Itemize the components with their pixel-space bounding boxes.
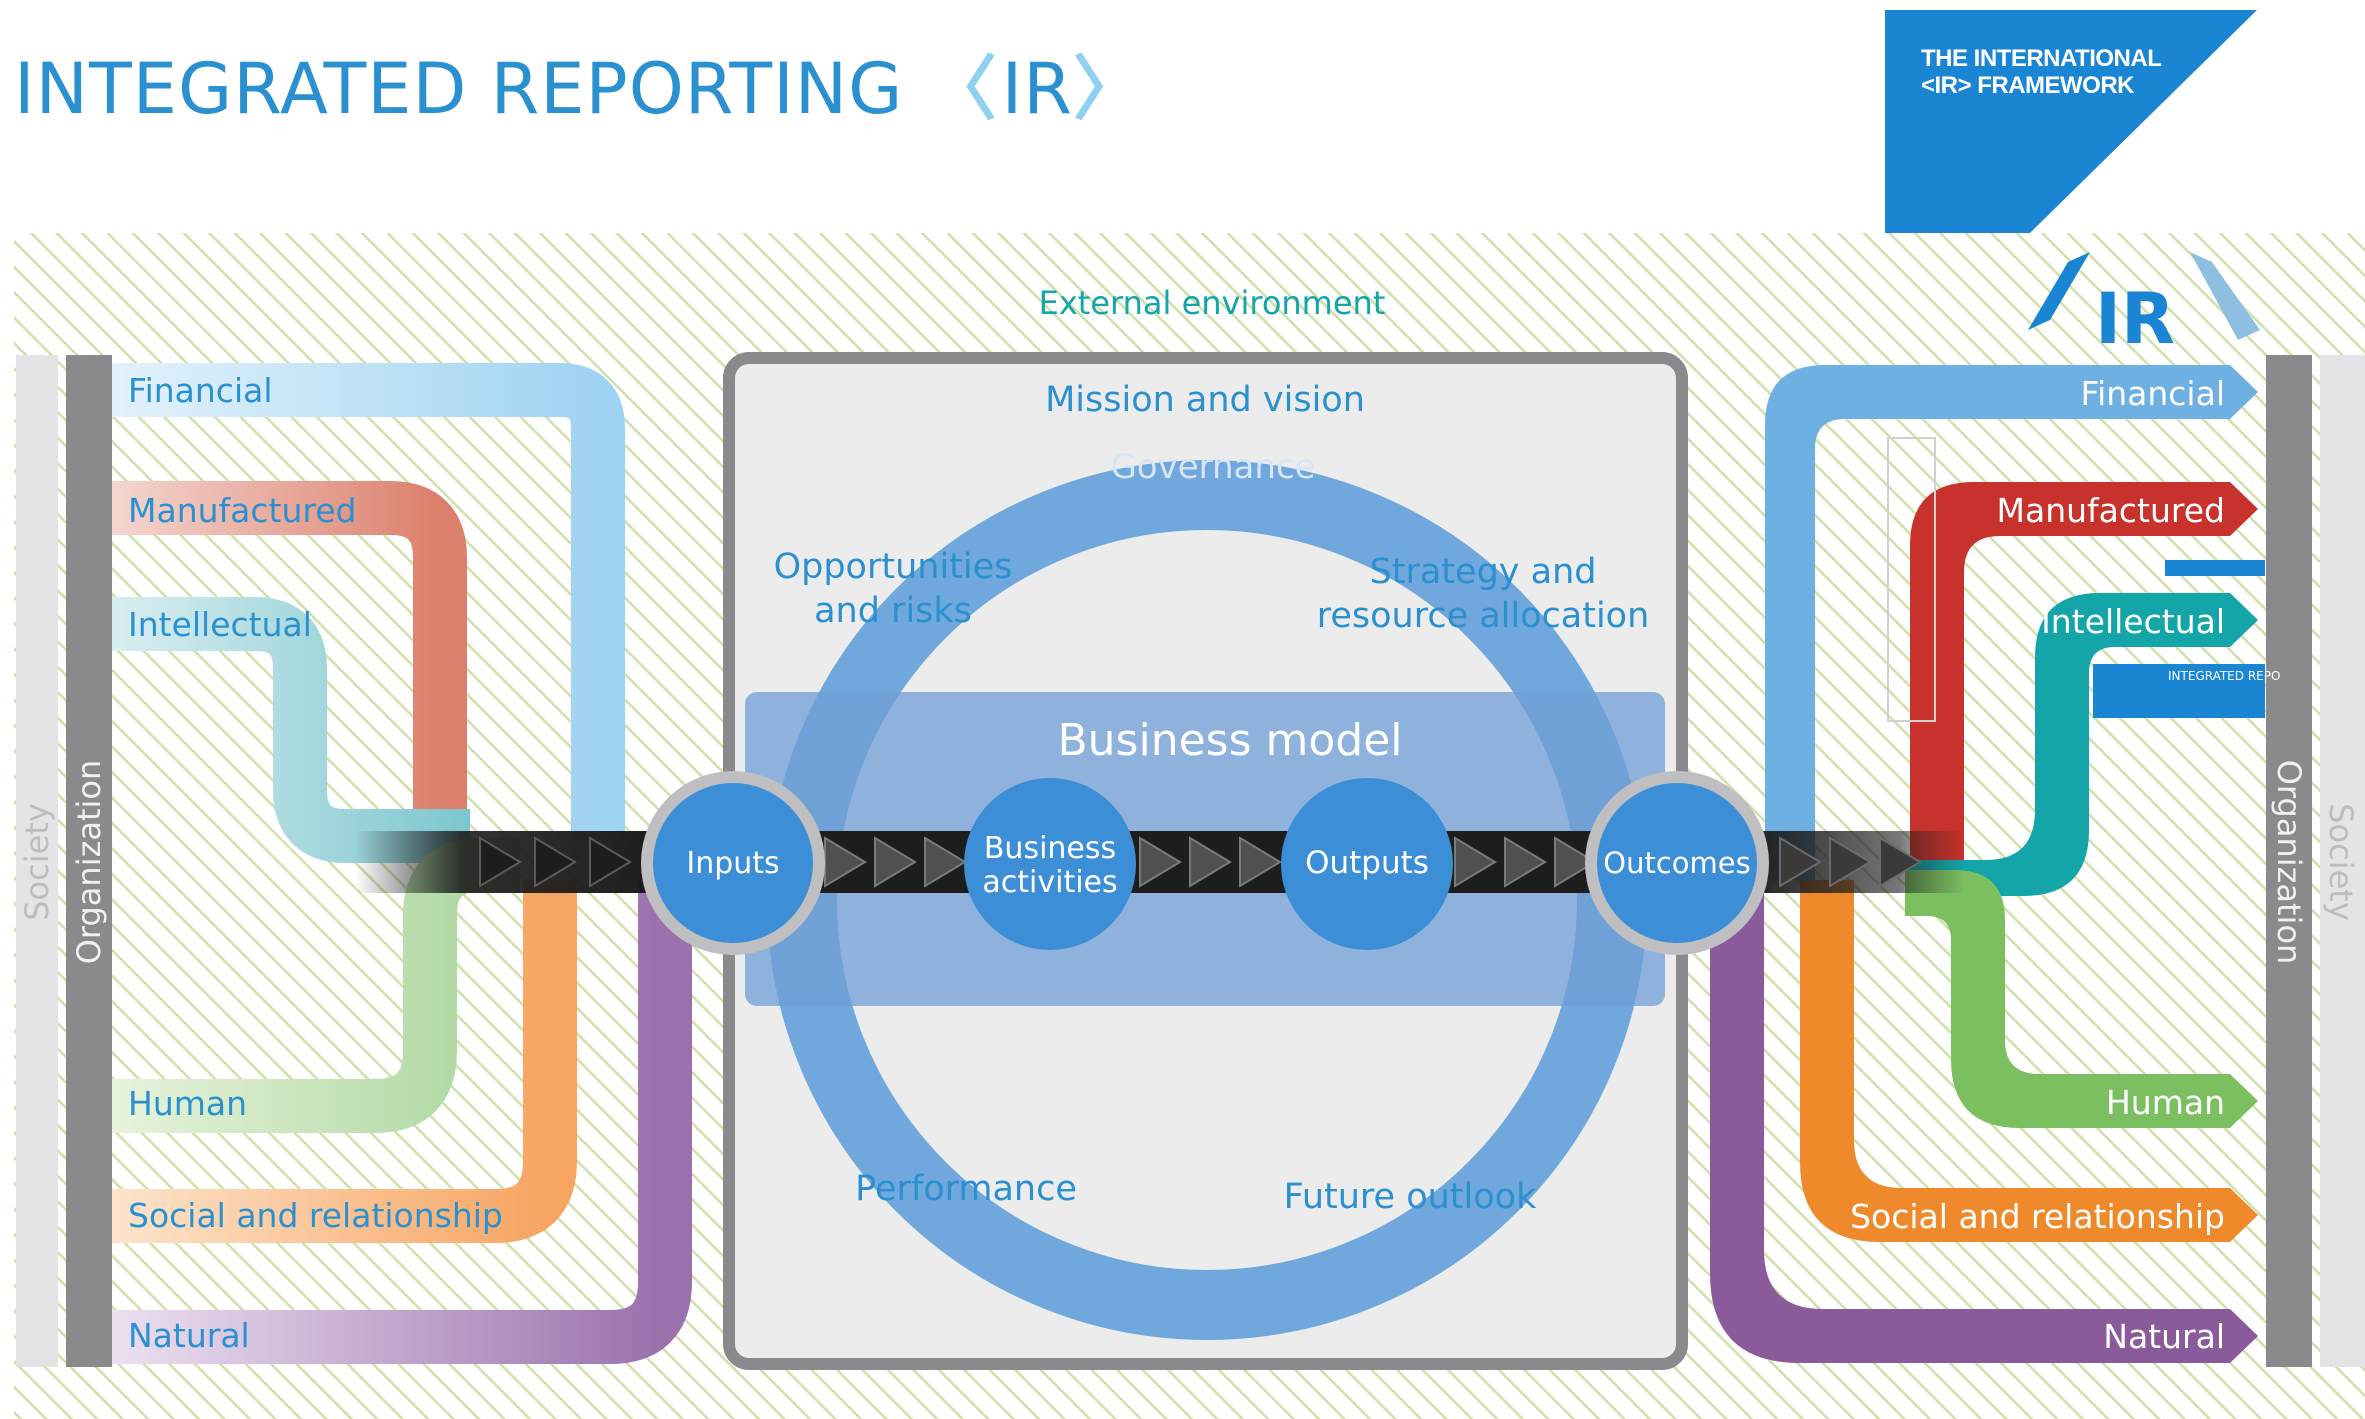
cover-ir-bracket-right — [2190, 252, 2260, 340]
business-model-label: Business model — [1057, 715, 1402, 766]
strategy-label-2: resource allocation — [1317, 596, 1650, 636]
flow-right-human — [1905, 870, 2258, 1128]
right-manufactured-label: Manufactured — [1997, 491, 2225, 530]
left-natural-label: Natural — [128, 1316, 250, 1355]
flow-right-intellectual — [1905, 593, 2258, 896]
business-activities-label-2: activities — [982, 865, 1117, 900]
cover-title-line-1: THE INTERNATIONAL — [1921, 45, 2162, 72]
cover-title-line-2: <IR> FRAMEWORK — [1921, 72, 2135, 99]
left-manufactured-label: Manufactured — [128, 491, 356, 530]
society-bar-right — [2320, 355, 2365, 1367]
flow-left-financial — [112, 363, 625, 840]
chevrons-outputs-to-outcomes — [1454, 836, 1597, 888]
flow-right-natural — [1710, 880, 2258, 1363]
right-social-label: Social and relationship — [1850, 1197, 2225, 1236]
organization-bar-left — [66, 355, 112, 1367]
flow-right-social — [1800, 880, 2258, 1242]
page-title-text: INTEGRATED REPORTING — [14, 48, 904, 130]
cover-logo-text: IR — [2095, 278, 2175, 360]
society-label-right: Society — [2322, 803, 2360, 921]
business-activities-node — [964, 778, 1136, 950]
flow-left-social — [112, 880, 577, 1243]
opportunities-label-2: and risks — [814, 591, 972, 631]
cover-stripes — [2093, 560, 2265, 718]
right-intellectual-label: Intellectual — [2041, 602, 2225, 641]
angle-left-icon: 〈 — [926, 48, 998, 130]
cover-ir-bracket-left — [2028, 252, 2090, 330]
opportunities-label-1: Opportunities — [774, 547, 1013, 587]
right-natural-label: Natural — [2103, 1317, 2225, 1356]
performance-label: Performance — [855, 1169, 1077, 1209]
left-social-label: Social and relationship — [128, 1196, 503, 1235]
organization-label-right: Organization — [2270, 760, 2308, 965]
strategy-label-1: Strategy and — [1370, 552, 1597, 592]
flow-right-manufactured — [1910, 482, 2258, 860]
chevrons-inputs-to-activities — [824, 836, 967, 888]
business-activities-label-1: Business — [984, 831, 1116, 866]
left-intellectual-label: Intellectual — [128, 605, 312, 644]
left-financial-label: Financial — [128, 371, 273, 410]
flow-left-natural — [112, 880, 692, 1364]
chevrons-left-flow — [479, 836, 632, 888]
cover-title: THE INTERNATIONAL <IR> FRAMEWORK — [1921, 45, 2201, 99]
page-title: INTEGRATED REPORTING 〈IR〉 — [14, 54, 1144, 124]
society-bar-left — [16, 355, 58, 1367]
outcomes-node-inner — [1597, 783, 1757, 943]
cover-blue-panel — [1885, 10, 2257, 233]
society-label-left: Society — [18, 803, 56, 921]
outcomes-label: Outcomes — [1603, 846, 1750, 880]
right-financial-label: Financial — [2080, 374, 2225, 413]
cover-title-block: THE INTERNATIONAL <IR> FRAMEWORK — [1885, 10, 2365, 343]
chevrons-right-flow — [1779, 836, 1922, 888]
cover-strip-text: INTEGRATED REPO — [2168, 669, 2280, 683]
angle-right-icon: 〉 — [1072, 48, 1144, 130]
external-environment-label: External environment — [1039, 284, 1386, 322]
flow-left-intellectual — [112, 597, 470, 863]
outputs-node — [1281, 778, 1453, 950]
inputs-node-inner — [653, 783, 813, 943]
organization-label-left: Organization — [70, 760, 108, 965]
chevrons-activities-to-outputs — [1139, 836, 1282, 888]
right-human-label: Human — [2106, 1083, 2225, 1122]
inputs-label: Inputs — [686, 846, 779, 881]
flow-right-financial — [1765, 365, 2258, 880]
mission-vision-label: Mission and vision — [1045, 380, 1365, 420]
outputs-label: Outputs — [1305, 845, 1429, 881]
cover-inner-frame — [1887, 437, 1936, 722]
governance-label: Governance — [1110, 447, 1315, 487]
ir-mark: IR — [1001, 48, 1073, 130]
left-capital-flows — [112, 363, 692, 1364]
right-capital-flows — [1710, 365, 2258, 1363]
future-outlook-label: Future outlook — [1284, 1177, 1537, 1217]
left-human-label: Human — [128, 1084, 247, 1123]
flow-left-manufactured — [112, 481, 467, 840]
organization-bar-right — [2266, 355, 2312, 1367]
framework-cover: IR — [1885, 10, 2365, 360]
